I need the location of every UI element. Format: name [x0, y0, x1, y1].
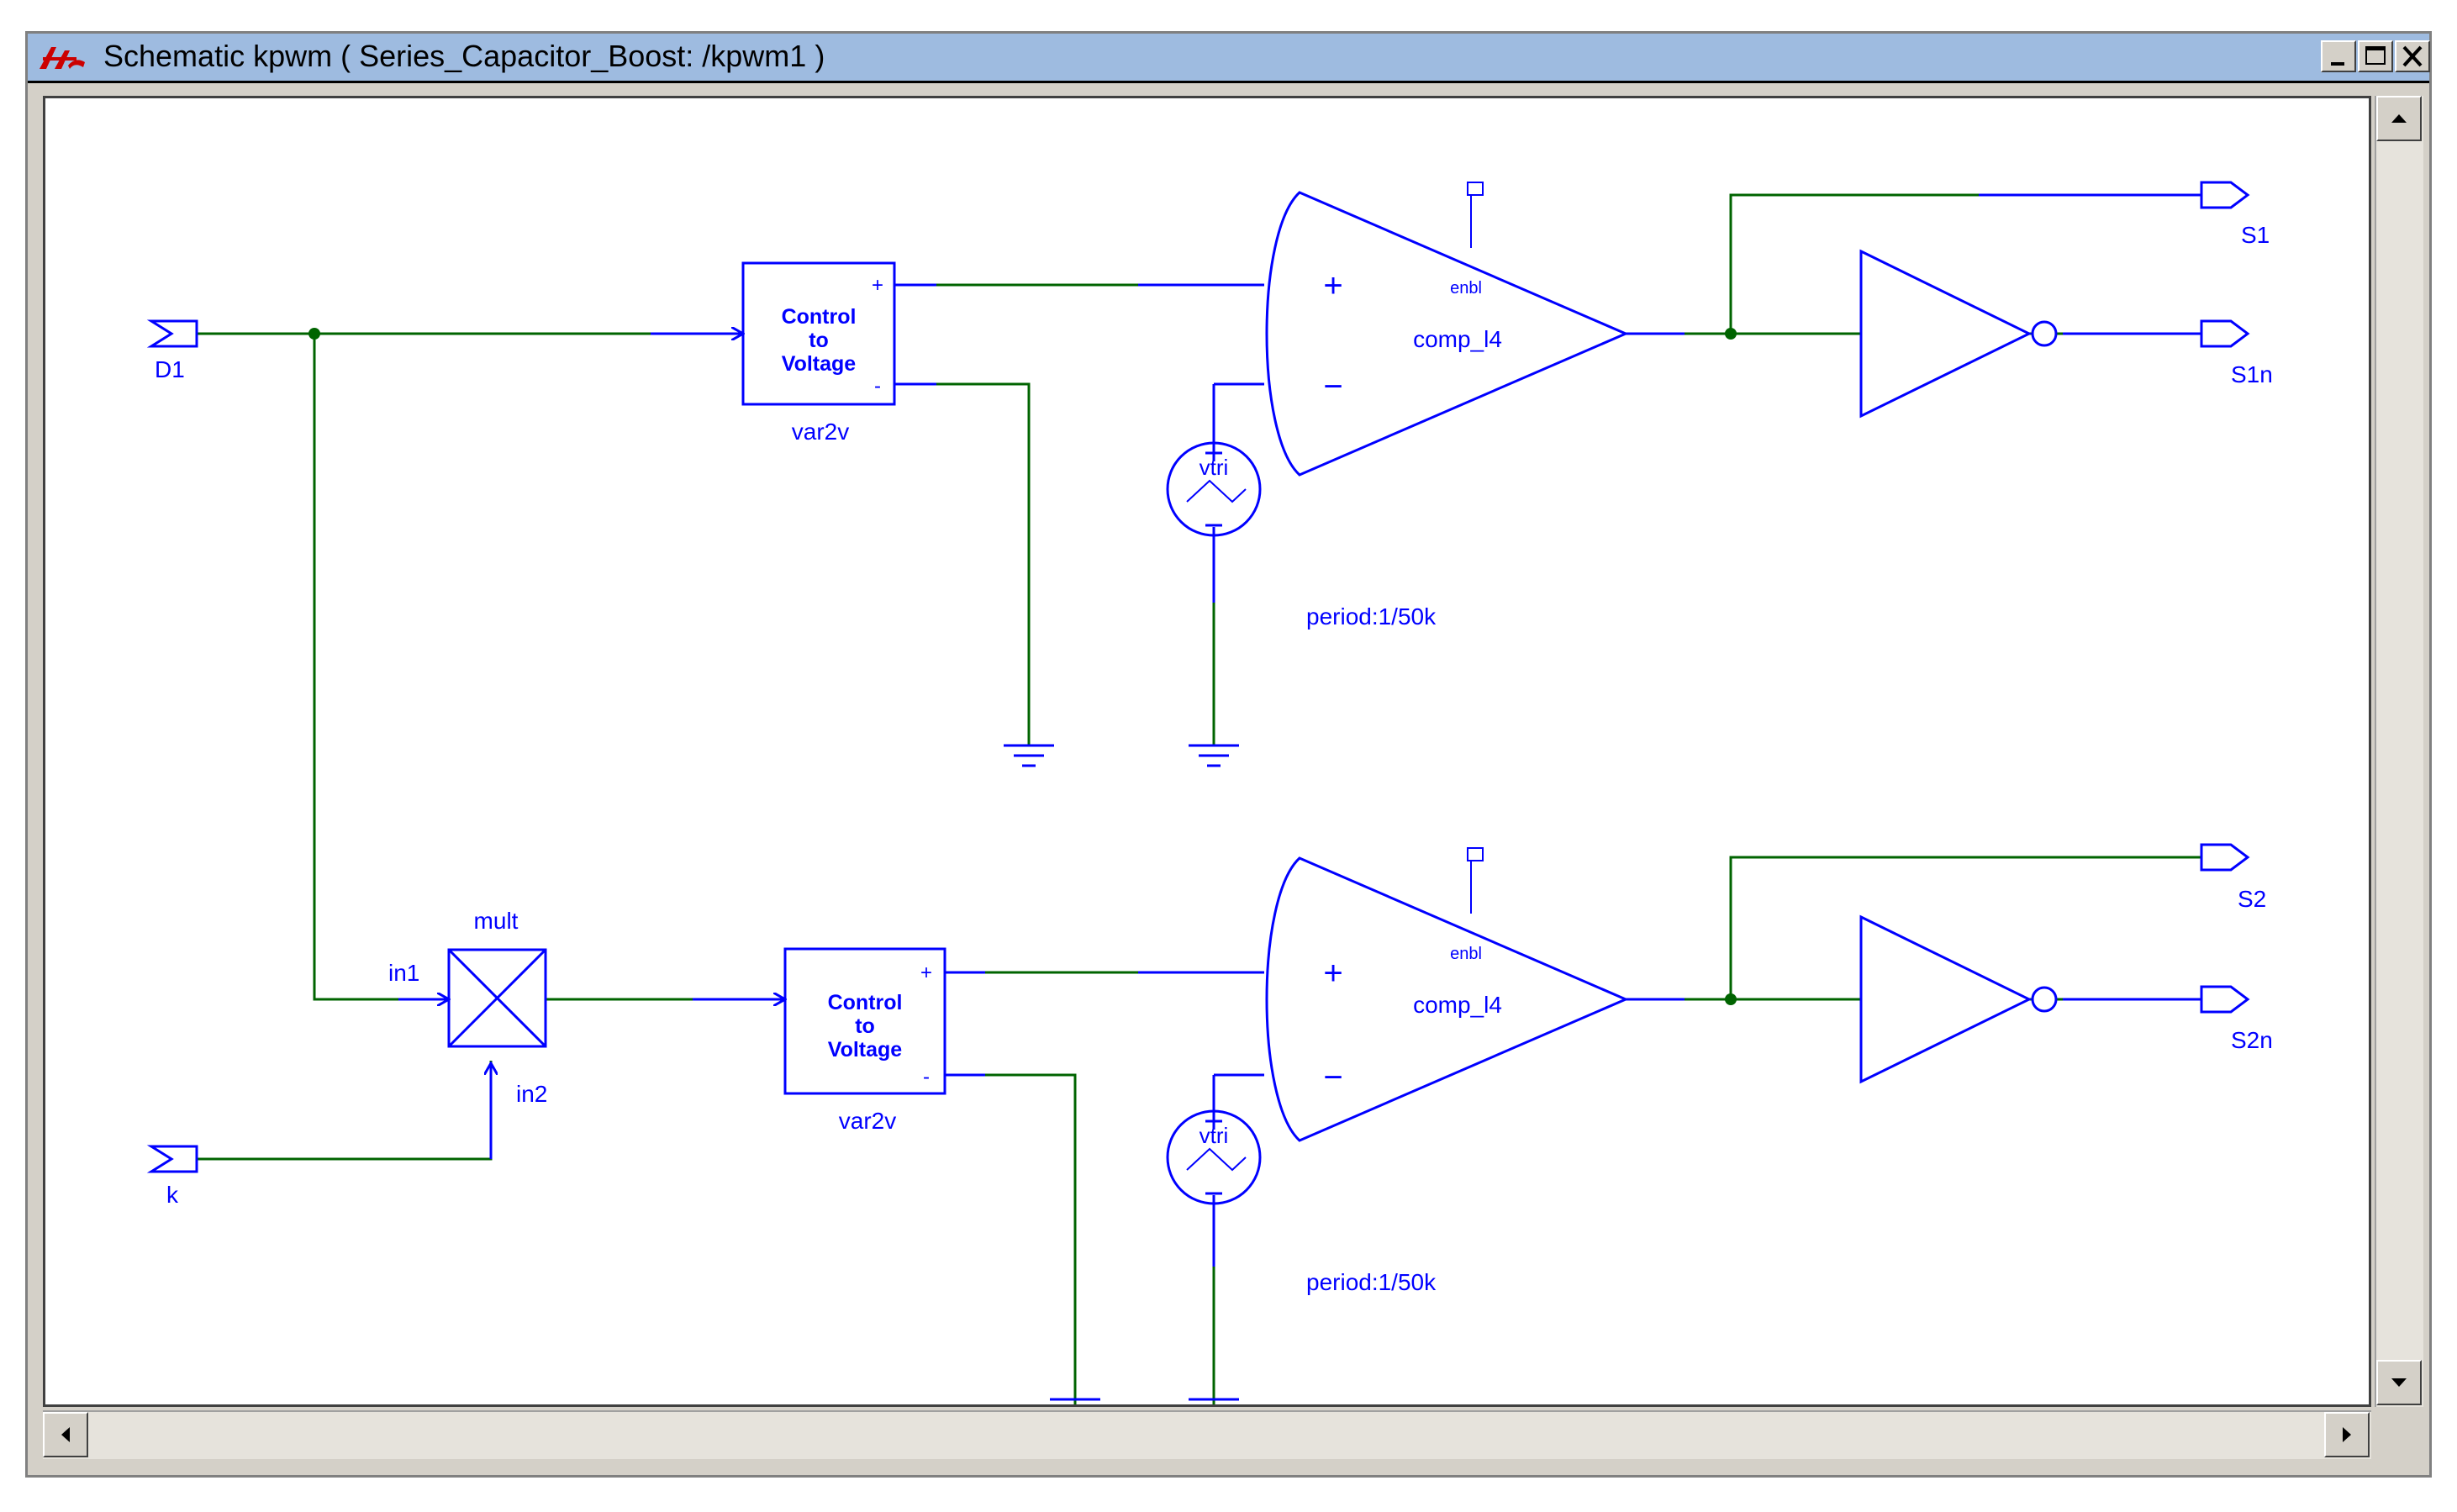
pin-k-label: k	[166, 1182, 179, 1208]
minimize-icon	[2331, 62, 2344, 66]
ground-symbol	[1189, 744, 1239, 767]
top-comp-name: comp_l4	[1413, 326, 1502, 352]
mult-in1-label: in1	[388, 960, 419, 986]
scrollbar-corner	[2375, 1410, 2423, 1459]
vertical-scrollbar[interactable]	[2375, 96, 2423, 1407]
bottom-block-line1: Control	[828, 991, 903, 1014]
bottom-inverter[interactable]	[1859, 914, 2058, 1084]
arrow-up-icon	[2391, 114, 2407, 123]
horizontal-scrollbar[interactable]	[43, 1410, 2371, 1459]
component-stubs	[398, 193, 2201, 1267]
pin-s2n[interactable]: S2n	[2200, 985, 2273, 1053]
pin-s1-label: S1	[2241, 222, 2270, 248]
top-comp-minus: −	[1323, 368, 1342, 405]
ground-symbol	[1189, 1398, 1239, 1401]
junction-dot	[308, 328, 320, 340]
maximize-icon	[2365, 46, 2386, 65]
app-logo-icon	[40, 47, 85, 69]
top-block-plus: +	[872, 274, 883, 297]
pin-s1n[interactable]: S1n	[2200, 319, 2273, 387]
bottom-comp-name: comp_l4	[1413, 992, 1502, 1018]
top-block-name: var2v	[792, 419, 849, 445]
junction-dot	[1725, 328, 1737, 340]
top-vtri-period: period:1/50k	[1306, 603, 1437, 630]
pin-s1[interactable]: S1	[2200, 181, 2270, 248]
schematic-window: Schematic kpwm ( Series_Capacitor_Boost:…	[25, 31, 2432, 1478]
top-comp-plus: +	[1323, 267, 1342, 304]
ground-symbol	[1004, 744, 1054, 767]
schematic-drawing: D1 k S1 S1n S2 S2n	[146, 181, 2273, 1404]
bottom-vtri-name: vtri	[1200, 1123, 1229, 1148]
arrow-down-icon	[2391, 1378, 2407, 1387]
scroll-right-button[interactable]	[2324, 1412, 2370, 1457]
bottom-var2v-block[interactable]: Control to Voltage + - var2v	[783, 947, 946, 1134]
mult-name: mult	[474, 908, 519, 934]
maximize-button[interactable]	[2358, 40, 2393, 72]
ground-symbol	[1050, 1398, 1100, 1401]
close-icon	[2402, 45, 2423, 67]
scroll-up-button[interactable]	[2376, 96, 2422, 141]
top-block-minus: -	[874, 375, 881, 398]
bottom-block-minus: -	[923, 1066, 930, 1088]
top-block-line3: Voltage	[782, 352, 857, 376]
arrow-right-icon	[2343, 1427, 2351, 1442]
pin-s1n-label: S1n	[2231, 361, 2273, 387]
minimize-button[interactable]	[2321, 40, 2356, 72]
close-button[interactable]	[2395, 40, 2430, 72]
bottom-block-line3: Voltage	[828, 1038, 903, 1062]
junction-dot	[1725, 993, 1737, 1005]
top-vtri-source[interactable]: vtri period:1/50k	[1166, 441, 1437, 630]
window-title: Schematic kpwm ( Series_Capacitor_Boost:…	[103, 39, 825, 73]
pin-s2-label: S2	[2238, 886, 2266, 912]
pin-k[interactable]: k	[146, 1145, 198, 1208]
multiplier-block[interactable]: mult in1 in2	[388, 908, 547, 1107]
pin-s2[interactable]: S2	[2200, 843, 2266, 912]
pin-d1-label: D1	[155, 356, 185, 382]
bottom-comp-minus: −	[1323, 1059, 1342, 1096]
arrow-left-icon	[61, 1427, 70, 1442]
bottom-comparator[interactable]: enbl + − comp_l4	[1265, 847, 1629, 1142]
top-comp-enable: enbl	[1450, 279, 1482, 298]
wires	[197, 193, 2201, 1404]
scroll-down-button[interactable]	[2376, 1360, 2422, 1405]
bottom-block-line2: to	[855, 1014, 875, 1038]
bottom-block-name: var2v	[839, 1108, 896, 1134]
top-var2v-block[interactable]: Control to Voltage + - var2v	[741, 261, 896, 445]
bottom-comp-plus: +	[1323, 955, 1342, 992]
top-vtri-name: vtri	[1200, 455, 1229, 480]
top-comparator[interactable]: enbl + − comp_l4	[1265, 182, 1629, 477]
bottom-vtri-source[interactable]: vtri period:1/50k	[1166, 1109, 1437, 1295]
scroll-left-button[interactable]	[43, 1412, 88, 1457]
bottom-comp-enable: enbl	[1450, 945, 1482, 963]
schematic-canvas[interactable]: D1 k S1 S1n S2 S2n	[43, 96, 2371, 1407]
mult-in2-label: in2	[516, 1081, 547, 1107]
pin-d1[interactable]: D1	[146, 319, 198, 382]
top-block-line1: Control	[782, 305, 857, 329]
pin-s2n-label: S2n	[2231, 1027, 2273, 1053]
top-inverter[interactable]	[1859, 249, 2058, 419]
title-bar[interactable]: Schematic kpwm ( Series_Capacitor_Boost:…	[28, 34, 2430, 83]
bottom-vtri-period: period:1/50k	[1306, 1269, 1437, 1295]
bottom-block-plus: +	[920, 961, 932, 984]
top-block-line2: to	[809, 329, 829, 352]
